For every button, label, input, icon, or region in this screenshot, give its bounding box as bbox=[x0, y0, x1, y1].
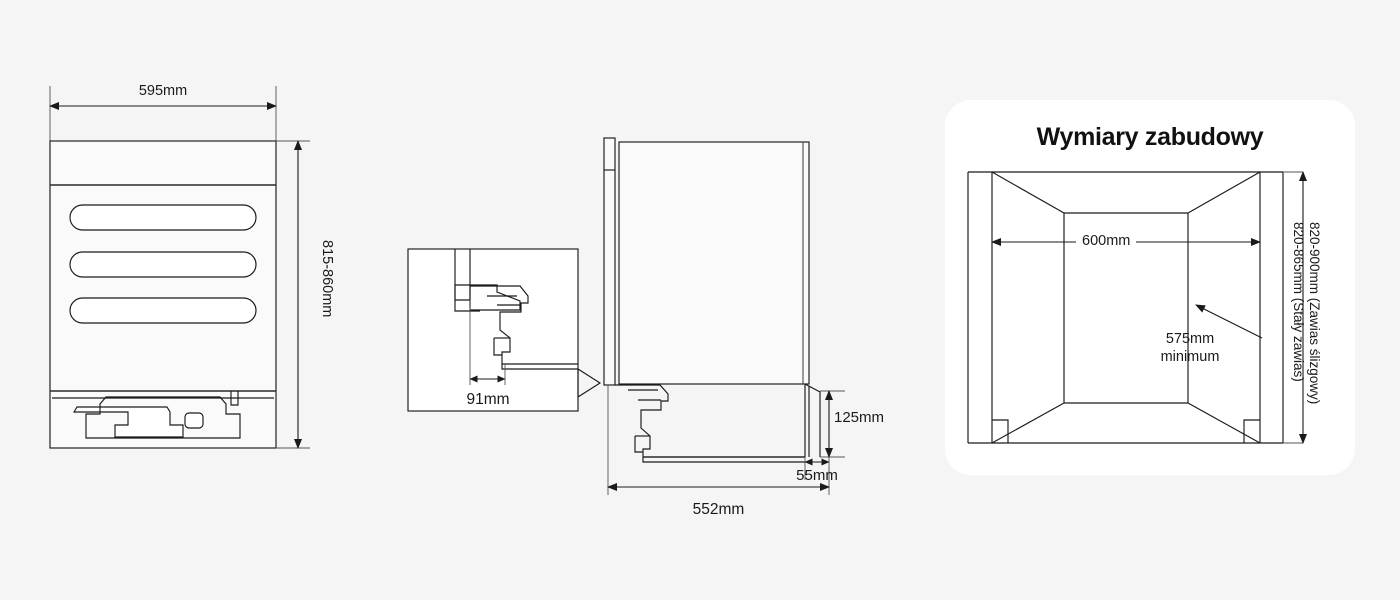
front-slot-2 bbox=[69, 251, 257, 278]
niche-diag-bottom-left bbox=[991, 402, 1065, 444]
detail-callout-pointer bbox=[577, 368, 602, 398]
side-appliance-body bbox=[618, 141, 810, 385]
front-cabinet-outline bbox=[49, 140, 277, 449]
niche-depth-label-line1: 575mm bbox=[1165, 331, 1215, 347]
niche-width-label: 600mm bbox=[1076, 232, 1137, 251]
front-bottom-tray bbox=[85, 396, 241, 439]
detail-hinge-upper bbox=[454, 284, 521, 311]
side-plinth-height-label: 125mm bbox=[834, 409, 885, 426]
detail-hinge-step2 bbox=[493, 338, 502, 356]
front-bottom-tray-left bbox=[72, 406, 184, 438]
card-title: Wymiary zabudowy bbox=[1036, 123, 1264, 151]
front-height-label: 815-860mm bbox=[319, 240, 335, 318]
side-depth-label: 552mm bbox=[692, 501, 745, 518]
side-plinth-foot bbox=[804, 383, 821, 457]
niche-height-fixed-hinge-label: 820-865mm (Stały zawias) bbox=[1291, 222, 1306, 382]
front-view-group bbox=[49, 86, 310, 449]
side-hinge-step2 bbox=[634, 436, 643, 453]
niche-diag-bottom-right bbox=[1187, 402, 1261, 444]
front-slot-1 bbox=[69, 204, 257, 231]
niche-notch-right bbox=[1243, 419, 1260, 443]
side-hinge-profile bbox=[615, 384, 805, 463]
detail-callout-group bbox=[407, 248, 602, 412]
detail-depth-label: 91mm bbox=[466, 391, 510, 408]
detail-box-outline bbox=[407, 248, 579, 412]
niche-perspective-group bbox=[967, 171, 1307, 444]
front-tray-button bbox=[184, 412, 204, 429]
side-door-panel bbox=[603, 137, 616, 386]
niche-575-dim-line bbox=[1195, 304, 1263, 339]
front-plinth-notch bbox=[230, 391, 239, 406]
niche-dimensions-card bbox=[945, 100, 1355, 475]
detail-hinge-profile bbox=[470, 285, 578, 370]
niche-depth-label-line2: minimum bbox=[1160, 349, 1220, 366]
side-plinth-depth-label: 55mm bbox=[796, 467, 838, 484]
detail-door-left-edge bbox=[454, 249, 480, 312]
front-width-label: 595mm bbox=[138, 83, 188, 99]
niche-height-sliding-hinge-label: 820-900mm (Zawias ślizgowy) bbox=[1307, 222, 1322, 405]
side-view-group bbox=[603, 137, 845, 495]
front-slot-3 bbox=[69, 297, 257, 324]
niche-diag-top-right bbox=[1187, 171, 1261, 214]
niche-depth-label: 575mm minimum bbox=[1128, 330, 1252, 366]
niche-diag-top-left bbox=[991, 171, 1065, 214]
niche-notch-left bbox=[992, 419, 1009, 443]
